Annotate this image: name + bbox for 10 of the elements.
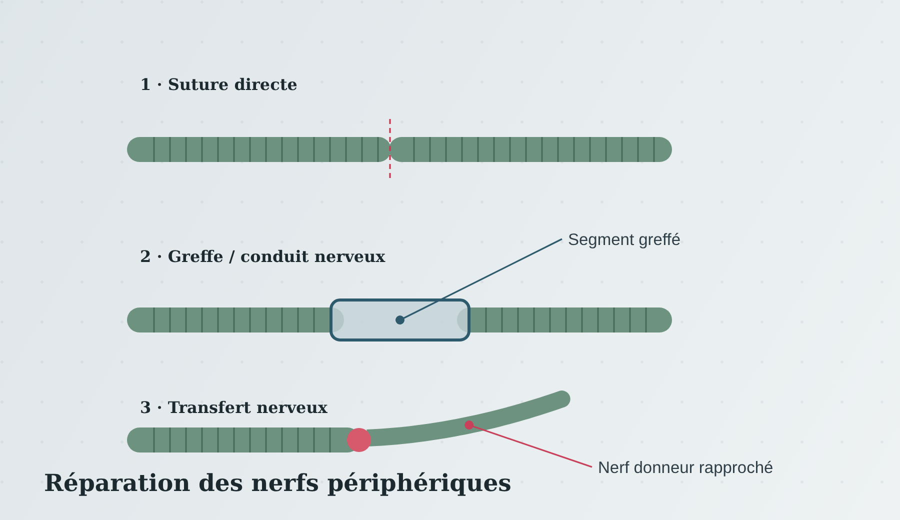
section-heading: 2 · Greffe / conduit nerveux — [140, 246, 386, 266]
section-heading: 3 · Transfert nerveux — [140, 396, 328, 418]
leader-line — [464, 420, 592, 468]
diagram-title: Réparation des nerfs périphériques — [44, 468, 512, 498]
section-heading: 1 · Suture directe — [140, 74, 298, 94]
graft-segment — [330, 298, 470, 342]
leader-line — [396, 238, 562, 324]
callout-label: Nerf donneur rapproché — [598, 458, 774, 478]
callout-label: Segment greffé — [568, 230, 681, 250]
donor-nerve — [366, 390, 570, 446]
